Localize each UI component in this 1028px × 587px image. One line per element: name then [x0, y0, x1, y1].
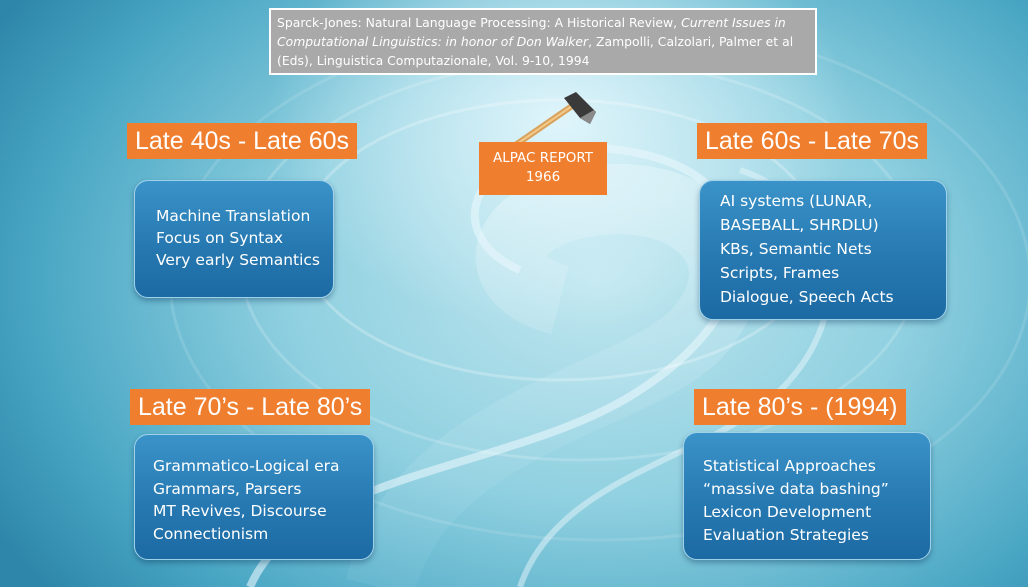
- era-box-late-60s: AI systems (LUNAR, BASEBALL, SHRDLU) KBs…: [699, 180, 947, 320]
- era-item: KBs, Semantic Nets: [720, 240, 872, 258]
- era-box-late-40s: Machine Translation Focus on Syntax Very…: [134, 180, 334, 298]
- era-item: Machine Translation: [156, 207, 311, 225]
- era-item: Focus on Syntax: [156, 229, 284, 247]
- era-item: BASEBALL, SHRDLU): [720, 216, 879, 234]
- era-item: Evaluation Strategies: [703, 526, 869, 544]
- era-item: Scripts, Frames: [720, 264, 840, 282]
- era-item: Statistical Approaches: [703, 457, 876, 475]
- era-box-late-70s: Grammatico-Logical era Grammars, Parsers…: [134, 434, 374, 560]
- era-box-late-80s: Statistical Approaches “massive data bas…: [683, 432, 931, 560]
- citation-box: Sparck-Jones: Natural Language Processin…: [269, 8, 817, 75]
- alpac-report-title: ALPAC REPORT: [492, 150, 594, 166]
- era-label-late-70s: Late 70’s - Late 80’s: [130, 389, 371, 425]
- era-label-late-60s: Late 60s - Late 70s: [697, 123, 928, 159]
- era-label-late-40s: Late 40s - Late 60s: [127, 123, 358, 159]
- citation-text-part3: , Zampolli, Calzolari, Palmer et al (Eds…: [277, 34, 794, 68]
- alpac-report-label: ALPAC REPORT 1966: [479, 142, 607, 195]
- era-label-late-80s: Late 80’s - (1994): [694, 389, 906, 425]
- citation-text-italic: Current Issues in Computational Linguist…: [277, 15, 786, 49]
- axe-icon: [511, 92, 596, 149]
- alpac-report-year: 1966: [525, 169, 561, 185]
- citation-text-part1: Sparck-Jones: Natural Language Processin…: [277, 15, 682, 30]
- era-item: Grammars, Parsers: [153, 479, 302, 498]
- era-item: “massive data bashing”: [703, 480, 889, 498]
- era-item: Dialogue, Speech Acts: [720, 288, 894, 306]
- era-item: Connectionism: [153, 524, 269, 543]
- era-item: Very early Semantics: [156, 251, 320, 269]
- era-item: MT Revives, Discourse: [153, 502, 327, 520]
- era-item: AI systems (LUNAR,: [720, 192, 873, 210]
- era-item: Grammatico-Logical era: [153, 457, 340, 475]
- era-item: Lexicon Development: [703, 503, 872, 521]
